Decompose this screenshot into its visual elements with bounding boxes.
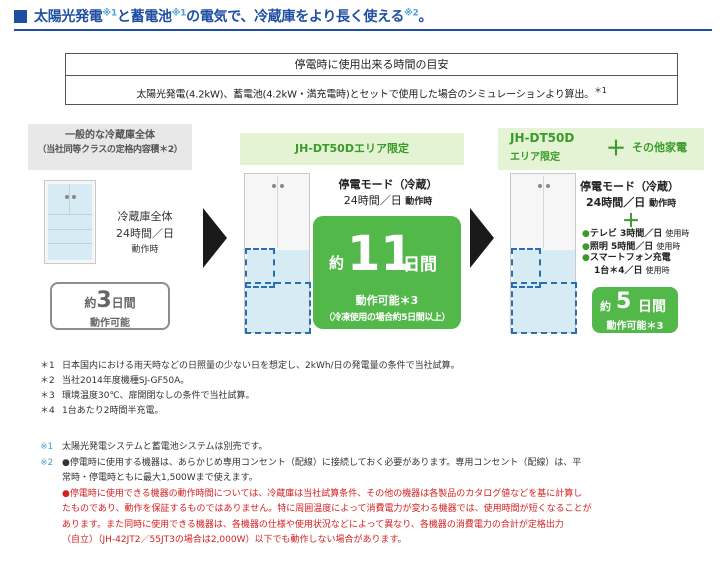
other-appliances-days-badge: 約 5 日間 動作可能＊3	[592, 287, 678, 333]
info-table: 停電時に使用出来る時間の目安 太陽光発電(4.2kW)、蓄電池(4.2kW・満充…	[65, 53, 678, 105]
column-area-limited-header: JH-DT50Dエリア限定	[240, 133, 464, 165]
fridge-area-limited-illustration	[244, 173, 311, 334]
arrow-right-icon	[203, 208, 227, 268]
list-item: ●テレビ 3時間／日 使用時	[582, 229, 690, 239]
plus-icon: ＋	[622, 211, 640, 232]
column-general-fridge-header: 一般的な冷蔵庫全体 （当社同等クラスの定格内容積＊2）	[28, 124, 192, 170]
info-body: 太陽光発電(4.2kW)、蓄電池(4.2kW・満充電時)とセットで使用した場合の…	[136, 86, 607, 101]
arrow-right-icon	[470, 208, 494, 268]
fridge-whole-illustration	[44, 180, 96, 264]
note-1: ※1 太陽光発電システムと蓄電池システムは別売です。	[40, 442, 268, 452]
area-limited-usage-text: 停電モード（冷蔵） 24時間／日 動作時	[338, 178, 438, 207]
other-appliances-daily-text: 24時間／日 動作時	[586, 196, 677, 209]
area-limited-days-badge: 約 11 日間 動作可能＊3 （冷凍使用の場合約5日間以上）	[313, 216, 461, 329]
general-fridge-usage-text: 冷蔵庫全体 24時間／日 動作時	[116, 210, 174, 255]
note-2: ※2 ●停電時に使用する機器は、あらかじめ専用コンセント（配線）に接続しておく必…	[40, 457, 592, 546]
list-item: 1台＊4／日 使用時	[594, 265, 670, 276]
other-appliances-list: ●テレビ 3時間／日 使用時 ●照明 5時間／日 使用時 ●スマートフォン充電 …	[582, 228, 689, 277]
other-appliances-mode-text: 停電モード（冷蔵）	[580, 180, 679, 193]
general-fridge-days-badge: 約3日間 動作可能	[50, 282, 170, 330]
fridge-area-plus-other-illustration	[510, 173, 577, 334]
page-title: 太陽光発電※1と蓄電池※1の電気で、冷蔵庫をより長く使える※2。	[34, 8, 433, 25]
list-item: ●スマートフォン充電	[582, 253, 671, 263]
column-area-plus-other-header: JH-DT50D エリア限定 ＋ その他家電	[498, 128, 704, 170]
list-item: ●照明 5時間／日 使用時	[582, 241, 681, 252]
header-square-icon	[14, 10, 27, 23]
info-heading: 停電時に使用出来る時間の目安	[66, 54, 677, 76]
header-underline	[14, 29, 712, 31]
notes: ※1 太陽光発電システムと蓄電池システムは別売です。 ※2 ●停電時に使用する機…	[40, 440, 712, 549]
